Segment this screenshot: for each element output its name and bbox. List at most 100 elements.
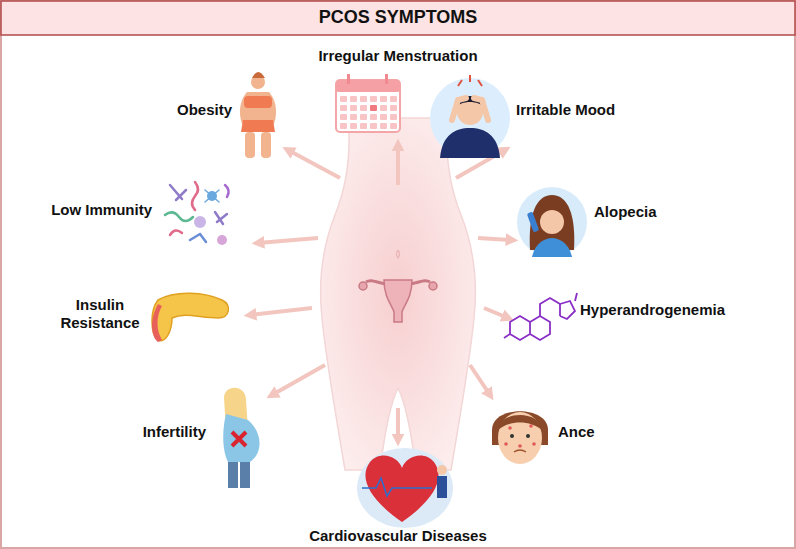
pancreas-icon — [152, 293, 228, 342]
illustration-part — [336, 80, 400, 92]
symptom-label: Cardiovascular Diseases — [309, 527, 487, 545]
illustration-part — [170, 230, 182, 235]
illustration-part — [440, 128, 500, 158]
infertility-figure — [223, 388, 259, 488]
illustration-part — [370, 114, 377, 120]
illustration-part — [498, 412, 542, 464]
illustration-part — [518, 444, 522, 448]
navel — [397, 250, 400, 258]
symptom-label: Obesity — [177, 101, 232, 119]
illustration-part — [215, 212, 227, 224]
illustration-part — [430, 78, 510, 158]
illustration-part — [350, 114, 357, 120]
illustration-part — [429, 282, 437, 290]
obesity-figure — [240, 72, 276, 158]
illustration-part — [244, 96, 272, 108]
calendar-icon — [336, 74, 400, 132]
immunity-microbes — [165, 182, 229, 245]
illustration-part — [245, 132, 255, 158]
symptom-label: Hyperandrogenemia — [580, 301, 725, 319]
illustration-part — [194, 216, 206, 228]
illustration-part — [380, 123, 387, 129]
illustration-part — [532, 238, 572, 257]
illustration-part — [484, 308, 508, 318]
illustration-part — [362, 478, 432, 496]
irritable-mood-icon — [430, 75, 510, 158]
illustration-part — [385, 74, 388, 84]
illustration-part — [240, 462, 250, 488]
illustration-part — [510, 434, 514, 438]
illustration-part — [360, 105, 367, 111]
illustration-part — [504, 442, 508, 446]
illustration-part — [336, 80, 400, 132]
illustration-part — [532, 442, 536, 446]
illustration-part — [530, 316, 550, 340]
illustration-part — [340, 96, 397, 129]
illustration-part — [225, 185, 229, 197]
symptom-arrows — [250, 145, 512, 440]
illustration-part — [560, 301, 575, 319]
illustration-part — [340, 96, 347, 102]
illustration-part — [223, 414, 259, 462]
uterus-icon — [359, 280, 437, 322]
illustration-part — [232, 432, 246, 446]
illustration-part — [250, 308, 312, 315]
acne-face-icon — [492, 411, 548, 464]
illustration-part — [452, 98, 488, 120]
illustration-part — [152, 304, 162, 342]
illustration-part — [380, 114, 387, 120]
illustration-part — [540, 210, 564, 234]
illustration-part — [359, 282, 367, 290]
illustration-part — [258, 238, 318, 243]
illustration-part — [470, 365, 490, 395]
title-band — [1, 1, 795, 35]
illustration-part — [478, 238, 512, 240]
illustration-part — [575, 293, 577, 301]
illustration-part — [380, 96, 387, 102]
illustration-part — [340, 105, 347, 111]
alopecia-icon — [517, 187, 587, 257]
illustration-part — [514, 450, 526, 452]
illustration-part — [357, 448, 453, 528]
illustration-part — [437, 465, 447, 475]
illustration-part — [508, 426, 512, 430]
symptom-label: Irritable Mood — [516, 101, 615, 119]
symptom-label: Alopecia — [594, 203, 657, 221]
illustration-part — [540, 298, 560, 316]
illustration-part — [192, 182, 198, 210]
symptom-label: Insulin Resistance — [50, 296, 150, 332]
illustration-part — [360, 114, 367, 120]
illustration-part — [228, 462, 238, 488]
symptom-label: Irregular Menstruation — [318, 47, 477, 65]
illustration-part — [288, 150, 340, 178]
illustration-part — [350, 123, 357, 129]
illustration-part — [526, 434, 530, 438]
illustration-part — [360, 123, 367, 129]
illustration-part — [510, 316, 530, 340]
illustration-part — [380, 105, 387, 111]
illustration-part — [504, 424, 536, 448]
illustration-part — [529, 424, 533, 428]
symptom-label: Low Immunity — [51, 201, 152, 219]
steroid-molecule — [504, 293, 577, 340]
illustration-part — [350, 105, 357, 111]
illustration-part — [504, 334, 510, 338]
illustration-part — [261, 132, 271, 158]
illustration-part — [370, 123, 377, 129]
illustration-part — [360, 96, 367, 102]
illustration-part — [350, 96, 357, 102]
symptom-label: Ance — [558, 423, 595, 441]
illustration-part — [370, 96, 377, 102]
illustration-part — [340, 114, 347, 120]
illustration-part — [458, 75, 482, 86]
illustration-part — [390, 114, 397, 120]
illustration-part — [240, 92, 276, 124]
illustration-part — [217, 235, 227, 245]
illustration-part — [170, 185, 186, 200]
illustration-part — [498, 415, 542, 430]
illustration-part — [390, 96, 397, 102]
symptom-label: Infertility — [143, 423, 206, 441]
diagram-title: PCOS SYMPTOMS — [319, 7, 478, 29]
